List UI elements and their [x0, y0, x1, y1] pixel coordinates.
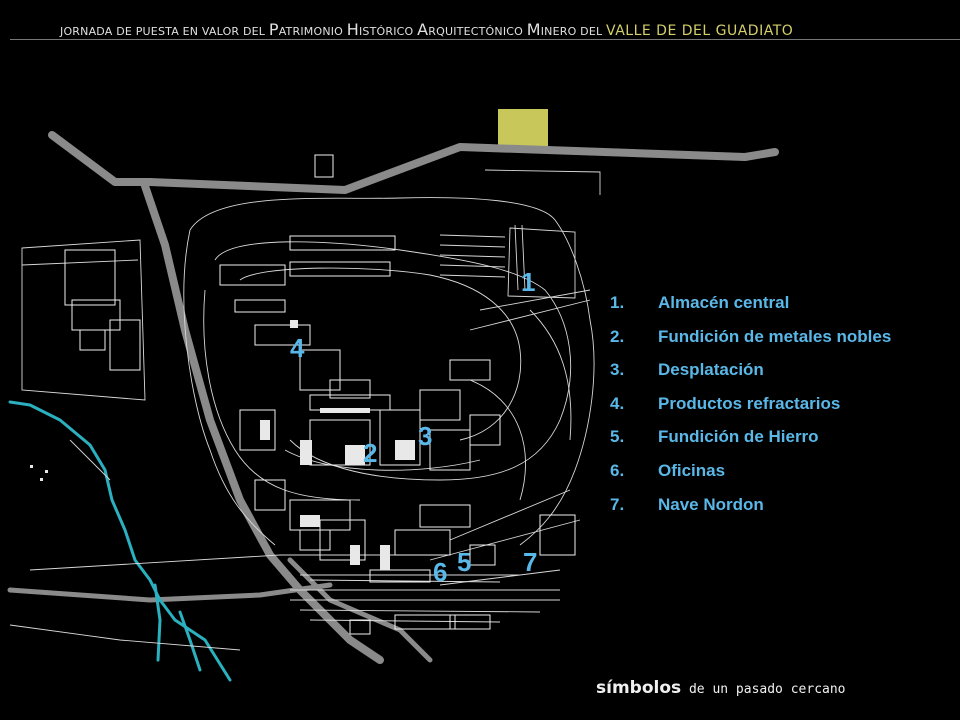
footer-bold: símbolos: [596, 678, 682, 698]
legend-item-number: 1.: [610, 293, 625, 312]
title-cap-p: P: [268, 20, 279, 39]
title-minero: INERO DEL: [540, 25, 607, 38]
title-cap-m: M: [526, 20, 541, 39]
title-historico: ISTÓRICO: [358, 25, 418, 38]
legend-item-label: Fundición de Hierro: [658, 427, 819, 447]
buildings: [64, 154, 576, 635]
map-label-6: 6: [433, 557, 448, 587]
legend-item: 3. Desplatación: [610, 359, 891, 393]
footer-tagline: símbolos de un pasado cercano: [596, 678, 846, 698]
title-cap-h: H: [346, 20, 359, 39]
legend-item-number: 4.: [610, 393, 625, 413]
map-label-5: 5: [457, 547, 472, 577]
map-label-4: 4: [290, 333, 305, 363]
hatch-lines: [439, 224, 526, 291]
legend-item: 1. Almacén central: [610, 292, 891, 326]
title-accent: VALLE DE DEL GUADIATO: [606, 23, 794, 39]
page-title: JORNADA DE PUESTA EN VALOR DEL PATRIMONI…: [60, 20, 940, 42]
header-divider: [10, 39, 960, 40]
map-label-3: 3: [418, 421, 433, 451]
title-prefix: JORNADA DE PUESTA EN VALOR DEL: [60, 25, 269, 38]
legend-item-number: 3.: [610, 360, 625, 380]
highlight-block: [498, 109, 548, 147]
map-label-2: 2: [363, 438, 378, 468]
footer-rest: de un pasado cercano: [681, 682, 846, 697]
legend-item: 7. Nave Nordon: [610, 494, 891, 528]
legend-item: 4. Productos refractarios: [610, 393, 891, 427]
legend-item-number: 7.: [610, 494, 625, 514]
title-arquitectonico: RQUITECTÓNICO: [428, 25, 527, 38]
legend-item: 2. Fundición de metales nobles: [610, 326, 891, 360]
legend-item-label: Fundición de metales nobles: [658, 326, 892, 346]
legend-item-label: Nave Nordon: [658, 494, 764, 514]
map-label-1: 1: [521, 267, 536, 297]
legend-item-label: Desplatación: [658, 360, 764, 380]
legend-item-label: Oficinas: [658, 460, 726, 480]
legend-item-label: Almacén central: [658, 293, 790, 312]
river: [8, 400, 232, 682]
map-label-7: 7: [523, 547, 538, 577]
title-patrimonio: ATRIMONIO: [278, 25, 347, 38]
legend-item: 6. Oficinas: [610, 460, 891, 494]
legend-item-number: 2.: [610, 326, 625, 346]
legend-item-number: 5.: [610, 427, 625, 447]
filled-blocks: [30, 320, 415, 570]
legend-list: 1. Almacén central 2. Fundición de metales…: [610, 292, 891, 527]
legend-item: 5. Fundición de Hierro: [610, 426, 891, 460]
plan-lines: [9, 169, 601, 651]
legend-item-number: 6.: [610, 460, 625, 480]
legend-item-label: Productos refractarios: [658, 393, 841, 413]
title-cap-a: A: [417, 20, 429, 39]
